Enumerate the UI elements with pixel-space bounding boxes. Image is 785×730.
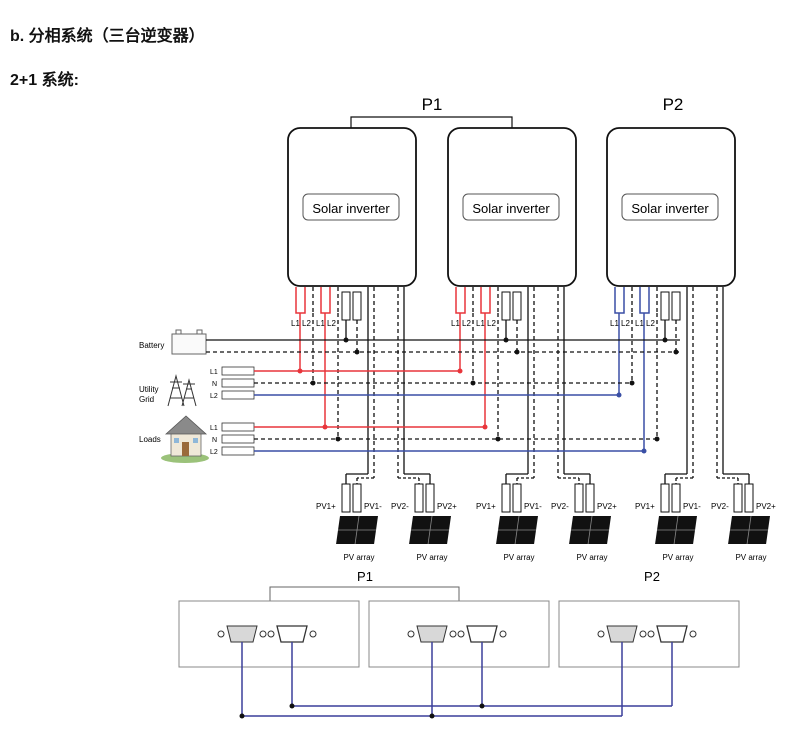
house-icon xyxy=(161,415,209,463)
pv-array-4-plus: PV2+ xyxy=(597,502,617,511)
inverter-1-label: Solar inverter xyxy=(312,201,390,216)
inverter-2-terminal-l2b: L2 xyxy=(487,319,496,328)
inverter-3-terminal-l1b: L1 xyxy=(635,319,644,328)
inverter-1-terminal-l2a: L2 xyxy=(302,319,311,328)
inverter-2-terminal-l1b: L1 xyxy=(476,319,485,328)
section-heading: b. 分相系统（三台逆变器） xyxy=(10,28,205,45)
pv-array-6-minus: PV2- xyxy=(711,502,729,511)
pv-array-5-minus: PV1- xyxy=(683,502,701,511)
battery-icon xyxy=(171,333,207,355)
phase-label-p2-bottom: P2 xyxy=(644,569,660,584)
pv-array-2-minus: PV2- xyxy=(391,502,409,511)
inverter-2-ac-terminals: L1 L2 L1 L2 xyxy=(451,287,565,478)
loads: Loads L1 N L2 xyxy=(139,415,660,463)
pv-array-4-minus: PV2- xyxy=(551,502,569,511)
utility-label-line2: Grid xyxy=(139,395,154,404)
pv-array-3-plus: PV1+ xyxy=(476,502,496,511)
pv-array-1-label: PV array xyxy=(343,553,374,562)
inverter-3-terminal-l2a: L2 xyxy=(621,319,630,328)
utility-label-line1: Utility xyxy=(139,385,159,394)
pv-array-6-label: PV array xyxy=(735,553,766,562)
inverter-3-terminal-l1a: L1 xyxy=(610,319,619,328)
phase-label-p1-top: P1 xyxy=(422,95,443,114)
utility-grid: Utility Grid L1 N L2 xyxy=(139,366,635,407)
phase-label-p1-bottom: P1 xyxy=(357,569,373,584)
grid-line-label-l2: L2 xyxy=(210,393,218,400)
pv-array-5-plus: PV1+ xyxy=(635,502,655,511)
loads-label: Loads xyxy=(139,435,161,444)
comm-panel-1 xyxy=(178,600,360,668)
pv-array-4: PV2- PV2+ PV array xyxy=(551,473,617,562)
phase-p1-bracket xyxy=(350,116,513,128)
inverter-3: Solar inverter xyxy=(606,127,736,287)
load-line-label-l2: L2 xyxy=(210,449,218,456)
pv-array-1: PV1+ PV1- PV array xyxy=(316,473,382,562)
pv-array-4-label: PV array xyxy=(576,553,607,562)
inverter-1-ac-terminals: L1 L2 L1 L2 xyxy=(291,287,405,478)
pv-array-1-minus: PV1- xyxy=(364,502,382,511)
inverter-1-terminal-l2b: L2 xyxy=(327,319,336,328)
inverter-1-terminal-l1b: L1 xyxy=(316,319,325,328)
pv-array-5: PV1+ PV1- PV array xyxy=(635,473,701,562)
pv-array-2: PV2- PV2+ PV array xyxy=(391,473,457,562)
comm-panel-3 xyxy=(558,600,740,668)
transmission-tower-icon xyxy=(167,374,197,407)
load-line-label-l1: L1 xyxy=(210,425,218,432)
inverter-2-terminal-l1a: L1 xyxy=(451,319,460,328)
phase-label-p2-top: P2 xyxy=(663,95,684,114)
pv-array-5-label: PV array xyxy=(662,553,693,562)
load-line-label-n: N xyxy=(212,437,217,444)
comm-cable-nodes xyxy=(239,703,485,719)
grid-line-label-l1: L1 xyxy=(210,369,218,376)
pv-array-6-plus: PV2+ xyxy=(756,502,776,511)
pv-array-3-label: PV array xyxy=(503,553,534,562)
inverter-3-label: Solar inverter xyxy=(631,201,709,216)
inverter-3-terminal-l2b: L2 xyxy=(646,319,655,328)
pv-arrays: PV1+ PV1- PV array PV2- PV2+ PV array PV… xyxy=(316,473,776,562)
inverter-1: Solar inverter xyxy=(287,127,417,287)
battery-label: Battery xyxy=(139,341,164,350)
pv-array-2-label: PV array xyxy=(416,553,447,562)
pv-array-6: PV2- PV2+ PV array xyxy=(711,473,776,562)
pv-array-3-minus: PV1- xyxy=(524,502,542,511)
pv-array-1-plus: PV1+ xyxy=(316,502,336,511)
comm-panel-2 xyxy=(368,600,550,668)
inverter-2-terminal-l2a: L2 xyxy=(462,319,471,328)
inverter-2-label: Solar inverter xyxy=(472,201,550,216)
grid-line-label-n: N xyxy=(212,381,217,388)
inverter-2: Solar inverter xyxy=(447,127,577,287)
system-subheading: 2+1 系统: xyxy=(10,72,79,89)
pv-array-3: PV1+ PV1- PV array xyxy=(476,473,542,562)
inverter-1-terminal-l1a: L1 xyxy=(291,319,300,328)
phase-p1-bottom-bracket xyxy=(269,586,460,601)
inverter-3-ac-terminals: L1 L2 L1 L2 xyxy=(610,287,724,478)
battery: Battery xyxy=(139,329,680,355)
pv-array-2-plus: PV2+ xyxy=(437,502,457,511)
